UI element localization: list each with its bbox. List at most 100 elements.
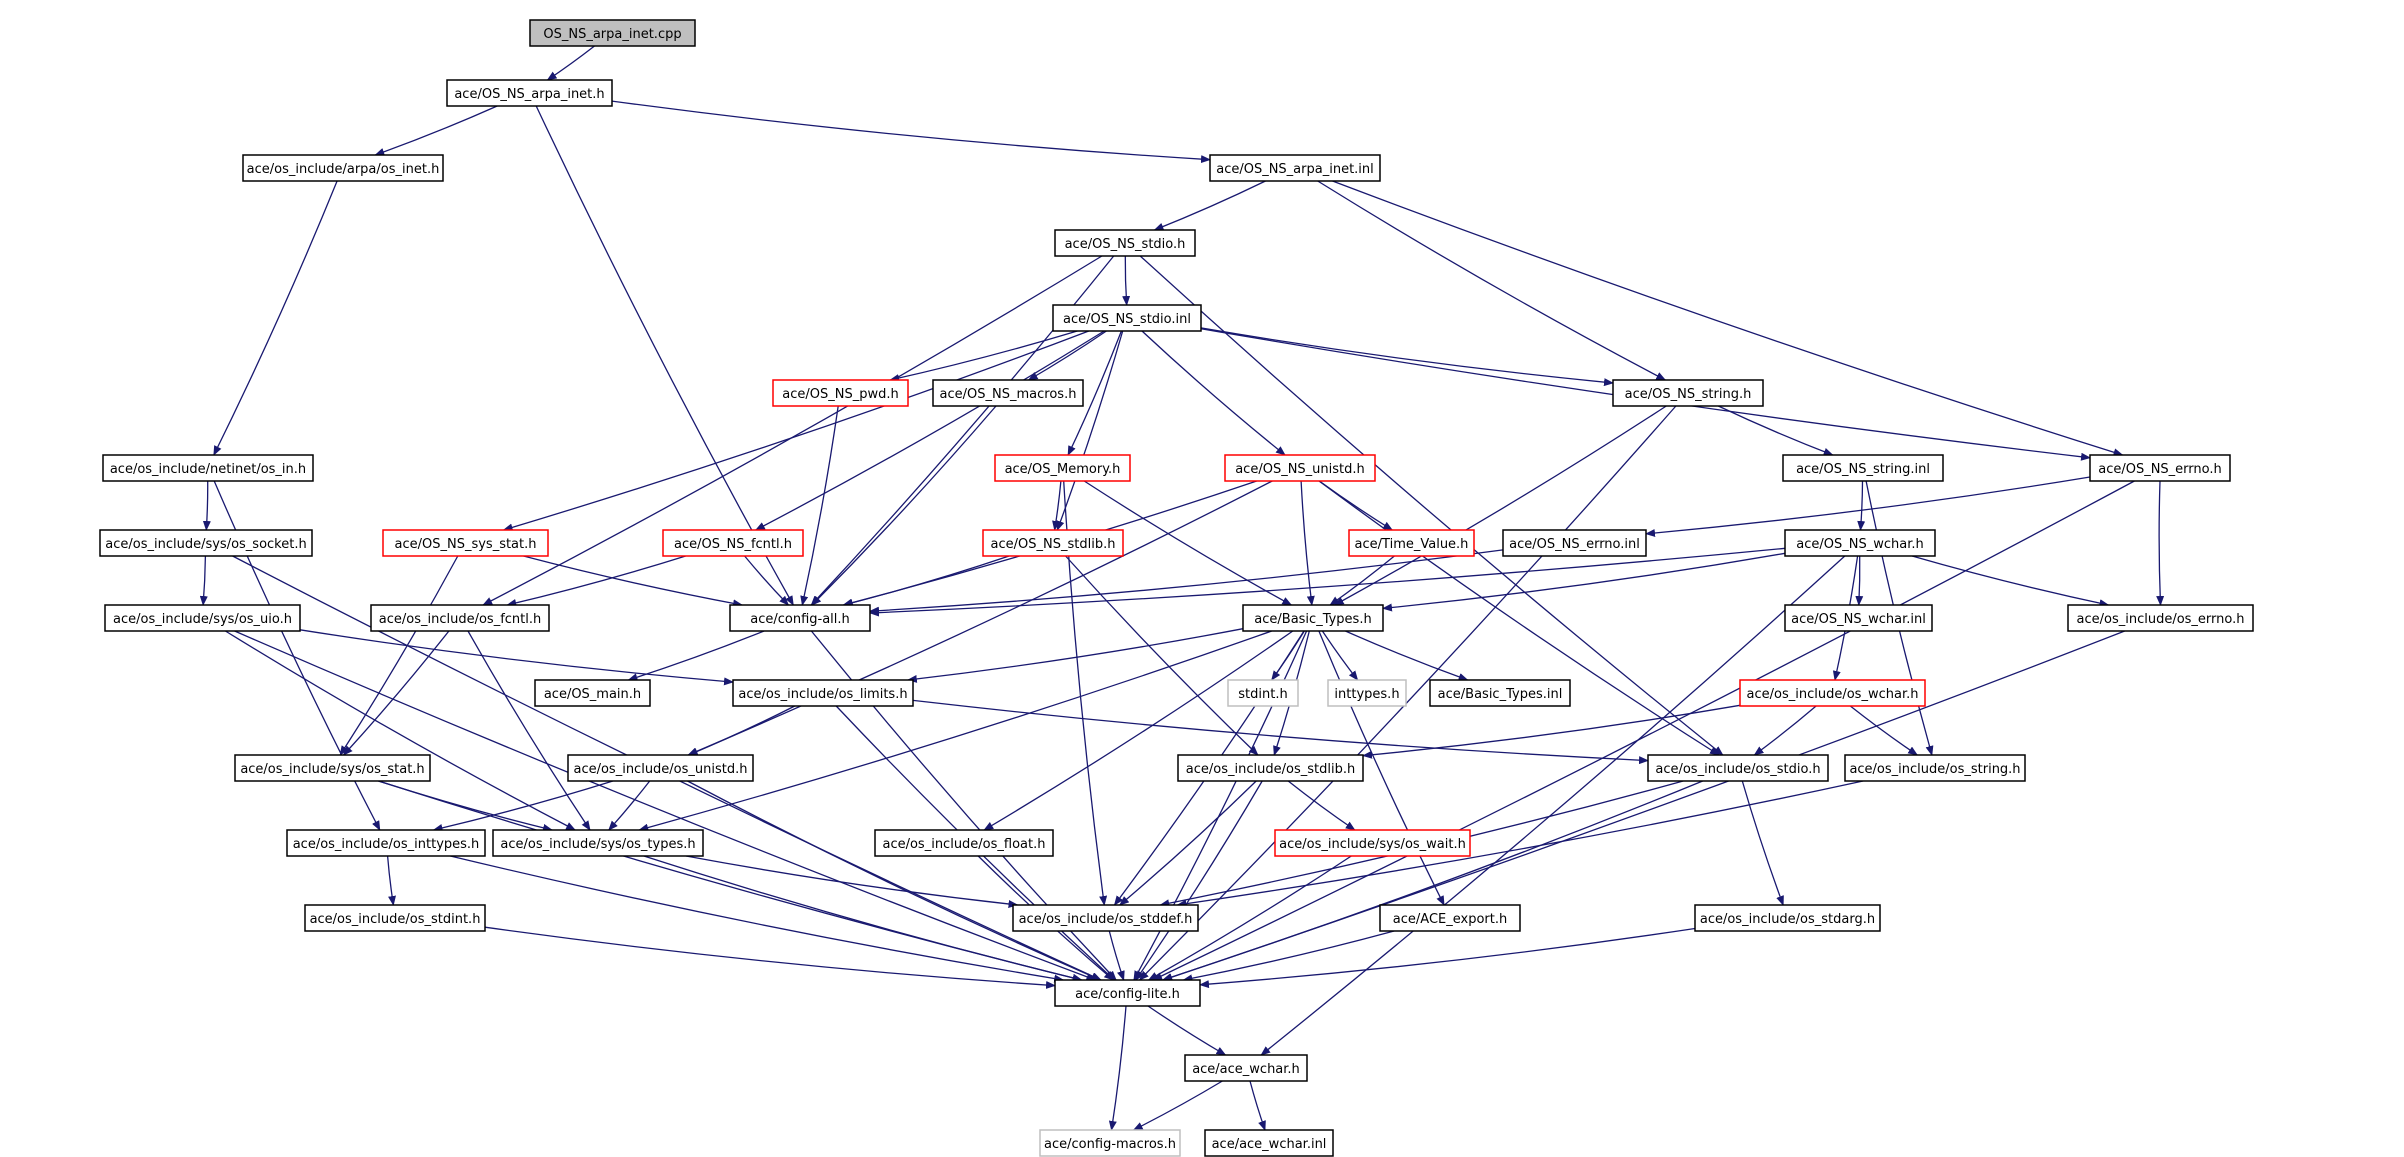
edge-fcntl-to-os_fcntl	[506, 555, 686, 607]
node-errno-h[interactable]: ace/OS_NS_errno.h	[2089, 454, 2231, 482]
node-box	[1227, 679, 1299, 707]
node-box	[370, 604, 550, 632]
node-box	[2067, 604, 2254, 632]
node-box	[1209, 154, 1381, 182]
node-arpa-inl[interactable]: ace/OS_NS_arpa_inet.inl	[1209, 154, 1381, 182]
node-os-inttypes[interactable]: ace/os_include/os_inttypes.h	[286, 829, 486, 857]
node-os-stddef[interactable]: ace/os_include/os_stddef.h	[1012, 904, 1199, 932]
node-label: ace/OS_NS_wchar.inl	[1791, 612, 1926, 627]
node-label: ace/OS_NS_errno.inl	[1509, 537, 1640, 552]
edge-arpa_inl-to-string_h	[1317, 180, 1667, 381]
node-box	[1784, 529, 1936, 557]
node-label: ace/os_include/os_stdio.h	[1655, 762, 1820, 777]
node-os-errno[interactable]: ace/os_include/os_errno.h	[2067, 604, 2254, 632]
node-ace-wchar-inl[interactable]: ace/ace_wchar.inl	[1204, 1129, 1334, 1157]
edge-wchar_h-to-ace_wchar	[1260, 555, 1846, 1056]
node-stdlib[interactable]: ace/OS_NS_stdlib.h	[982, 529, 1124, 557]
edge-wchar_h-to-basic_types	[1382, 552, 1786, 612]
edge-basic_types-to-ace_export	[1318, 630, 1445, 906]
node-box	[446, 79, 613, 107]
node-string-inl[interactable]: ace/OS_NS_string.inl	[1782, 454, 1944, 482]
node-fcntl[interactable]: ace/OS_NS_fcntl.h	[662, 529, 804, 557]
edge-macros-to-config_all	[811, 405, 997, 606]
node-os-wait[interactable]: ace/os_include/sys/os_wait.h	[1274, 829, 1471, 857]
node-stdio-h[interactable]: ace/OS_NS_stdio.h	[1054, 229, 1196, 257]
node-label: ace/os_include/os_stddef.h	[1019, 912, 1193, 927]
node-ace-wchar[interactable]: ace/ace_wchar.h	[1184, 1054, 1308, 1082]
node-basic-inl[interactable]: ace/Basic_Types.inl	[1429, 679, 1571, 707]
node-arpa-h[interactable]: ace/OS_NS_arpa_inet.h	[446, 79, 613, 107]
node-os-limits[interactable]: ace/os_include/os_limits.h	[732, 679, 914, 707]
edge-root-to-arpa_h	[546, 45, 595, 81]
edge-arpa_inl-to-stdio_h	[1153, 180, 1266, 231]
node-os-float[interactable]: ace/os_include/os_float.h	[874, 829, 1054, 857]
node-box	[492, 829, 704, 857]
node-label: ace/ACE_export.h	[1393, 912, 1507, 927]
node-time-value[interactable]: ace/Time_Value.h	[1348, 529, 1475, 557]
edge-os_unistd-to-os_inttypes	[432, 780, 614, 832]
node-box	[534, 679, 651, 707]
node-errno-inl[interactable]: ace/OS_NS_errno.inl	[1502, 529, 1647, 557]
node-os-socket[interactable]: ace/os_include/sys/os_socket.h	[99, 529, 313, 557]
edge-os_inet-to-os_in	[213, 180, 338, 456]
node-config-all[interactable]: ace/config-all.h	[729, 604, 871, 632]
node-os-stdarg[interactable]: ace/os_include/os_stdarg.h	[1694, 904, 1881, 932]
edge-fcntl-to-config_all	[744, 555, 790, 606]
node-box	[102, 454, 314, 482]
node-os-in[interactable]: ace/os_include/netinet/os_in.h	[102, 454, 314, 482]
edge-memory-to-basic_types	[1083, 480, 1293, 606]
node-memory[interactable]: ace/OS_Memory.h	[994, 454, 1131, 482]
node-macros[interactable]: ace/OS_NS_macros.h	[932, 379, 1084, 407]
node-os-sys-stat[interactable]: ace/os_include/sys/os_stat.h	[234, 754, 431, 782]
node-unistd[interactable]: ace/OS_NS_unistd.h	[1224, 454, 1376, 482]
node-pwd[interactable]: ace/OS_NS_pwd.h	[772, 379, 909, 407]
node-os-string[interactable]: ace/os_include/os_string.h	[1844, 754, 2026, 782]
edge-stdio_inl-to-macros	[1027, 330, 1107, 381]
node-box	[382, 529, 549, 557]
node-os-stdio[interactable]: ace/os_include/os_stdio.h	[1647, 754, 1829, 782]
node-os-wchar[interactable]: ace/os_include/os_wchar.h	[1739, 679, 1926, 707]
node-root[interactable]: OS_NS_arpa_inet.cpp	[529, 19, 696, 47]
node-label: ace/os_include/os_limits.h	[738, 687, 907, 702]
node-wchar-h[interactable]: ace/OS_NS_wchar.h	[1784, 529, 1936, 557]
node-label: stdint.h	[1238, 687, 1287, 702]
node-config-lite[interactable]: ace/config-lite.h	[1054, 979, 1201, 1007]
node-label: ace/os_include/os_stdarg.h	[1700, 912, 1875, 927]
node-stdio-inl[interactable]: ace/OS_NS_stdio.inl	[1052, 304, 1202, 332]
node-os-unistd[interactable]: ace/os_include/os_unistd.h	[567, 754, 754, 782]
edge-config_lite-to-config_macros	[1108, 1005, 1127, 1131]
edge-string_h-to-basic_types	[1333, 405, 1667, 606]
node-os-uio[interactable]: ace/os_include/sys/os_uio.h	[104, 604, 301, 632]
node-os-main[interactable]: ace/OS_main.h	[534, 679, 651, 707]
node-os-stdint[interactable]: ace/os_include/os_stdint.h	[304, 904, 486, 932]
node-box	[1054, 229, 1196, 257]
node-sys-stat[interactable]: ace/OS_NS_sys_stat.h	[382, 529, 549, 557]
node-box	[2089, 454, 2231, 482]
node-label: ace/OS_NS_arpa_inet.h	[454, 87, 604, 102]
node-os-stdlib[interactable]: ace/os_include/os_stdlib.h	[1177, 754, 1364, 782]
node-label: inttypes.h	[1334, 687, 1399, 702]
node-os-inet[interactable]: ace/os_include/arpa/os_inet.h	[242, 154, 444, 182]
node-label: ace/Time_Value.h	[1355, 537, 1469, 552]
node-box	[662, 529, 804, 557]
node-wchar-inl[interactable]: ace/OS_NS_wchar.inl	[1784, 604, 1933, 632]
node-os-fcntl[interactable]: ace/os_include/os_fcntl.h	[370, 604, 550, 632]
node-ace-export[interactable]: ace/ACE_export.h	[1379, 904, 1521, 932]
node-label: ace/Basic_Types.h	[1254, 612, 1371, 627]
node-os-types[interactable]: ace/os_include/sys/os_types.h	[492, 829, 704, 857]
node-basic-types[interactable]: ace/Basic_Types.h	[1242, 604, 1384, 632]
node-box	[982, 529, 1124, 557]
node-label: ace/os_include/os_wchar.h	[1747, 687, 1919, 702]
node-inttypes-h: inttypes.h	[1327, 679, 1407, 707]
edge-basic_types-to-config_lite	[1133, 630, 1308, 981]
node-box	[1502, 529, 1647, 557]
edge-time_value-to-basic_types	[1329, 555, 1395, 606]
node-label: ace/OS_Memory.h	[1005, 462, 1121, 477]
node-label: ace/ace_wchar.inl	[1212, 1137, 1327, 1152]
edge-unistd-to-os_unistd	[687, 480, 1273, 756]
edge-os_stdarg-to-config_lite	[1199, 927, 1696, 989]
node-string-h[interactable]: ace/OS_NS_string.h	[1612, 379, 1764, 407]
edge-arpa_h-to-arpa_inl	[611, 100, 1211, 164]
edge-basic_types-to-os_types	[638, 630, 1272, 832]
edge-os_wchar-to-os_stdio	[1753, 705, 1817, 756]
